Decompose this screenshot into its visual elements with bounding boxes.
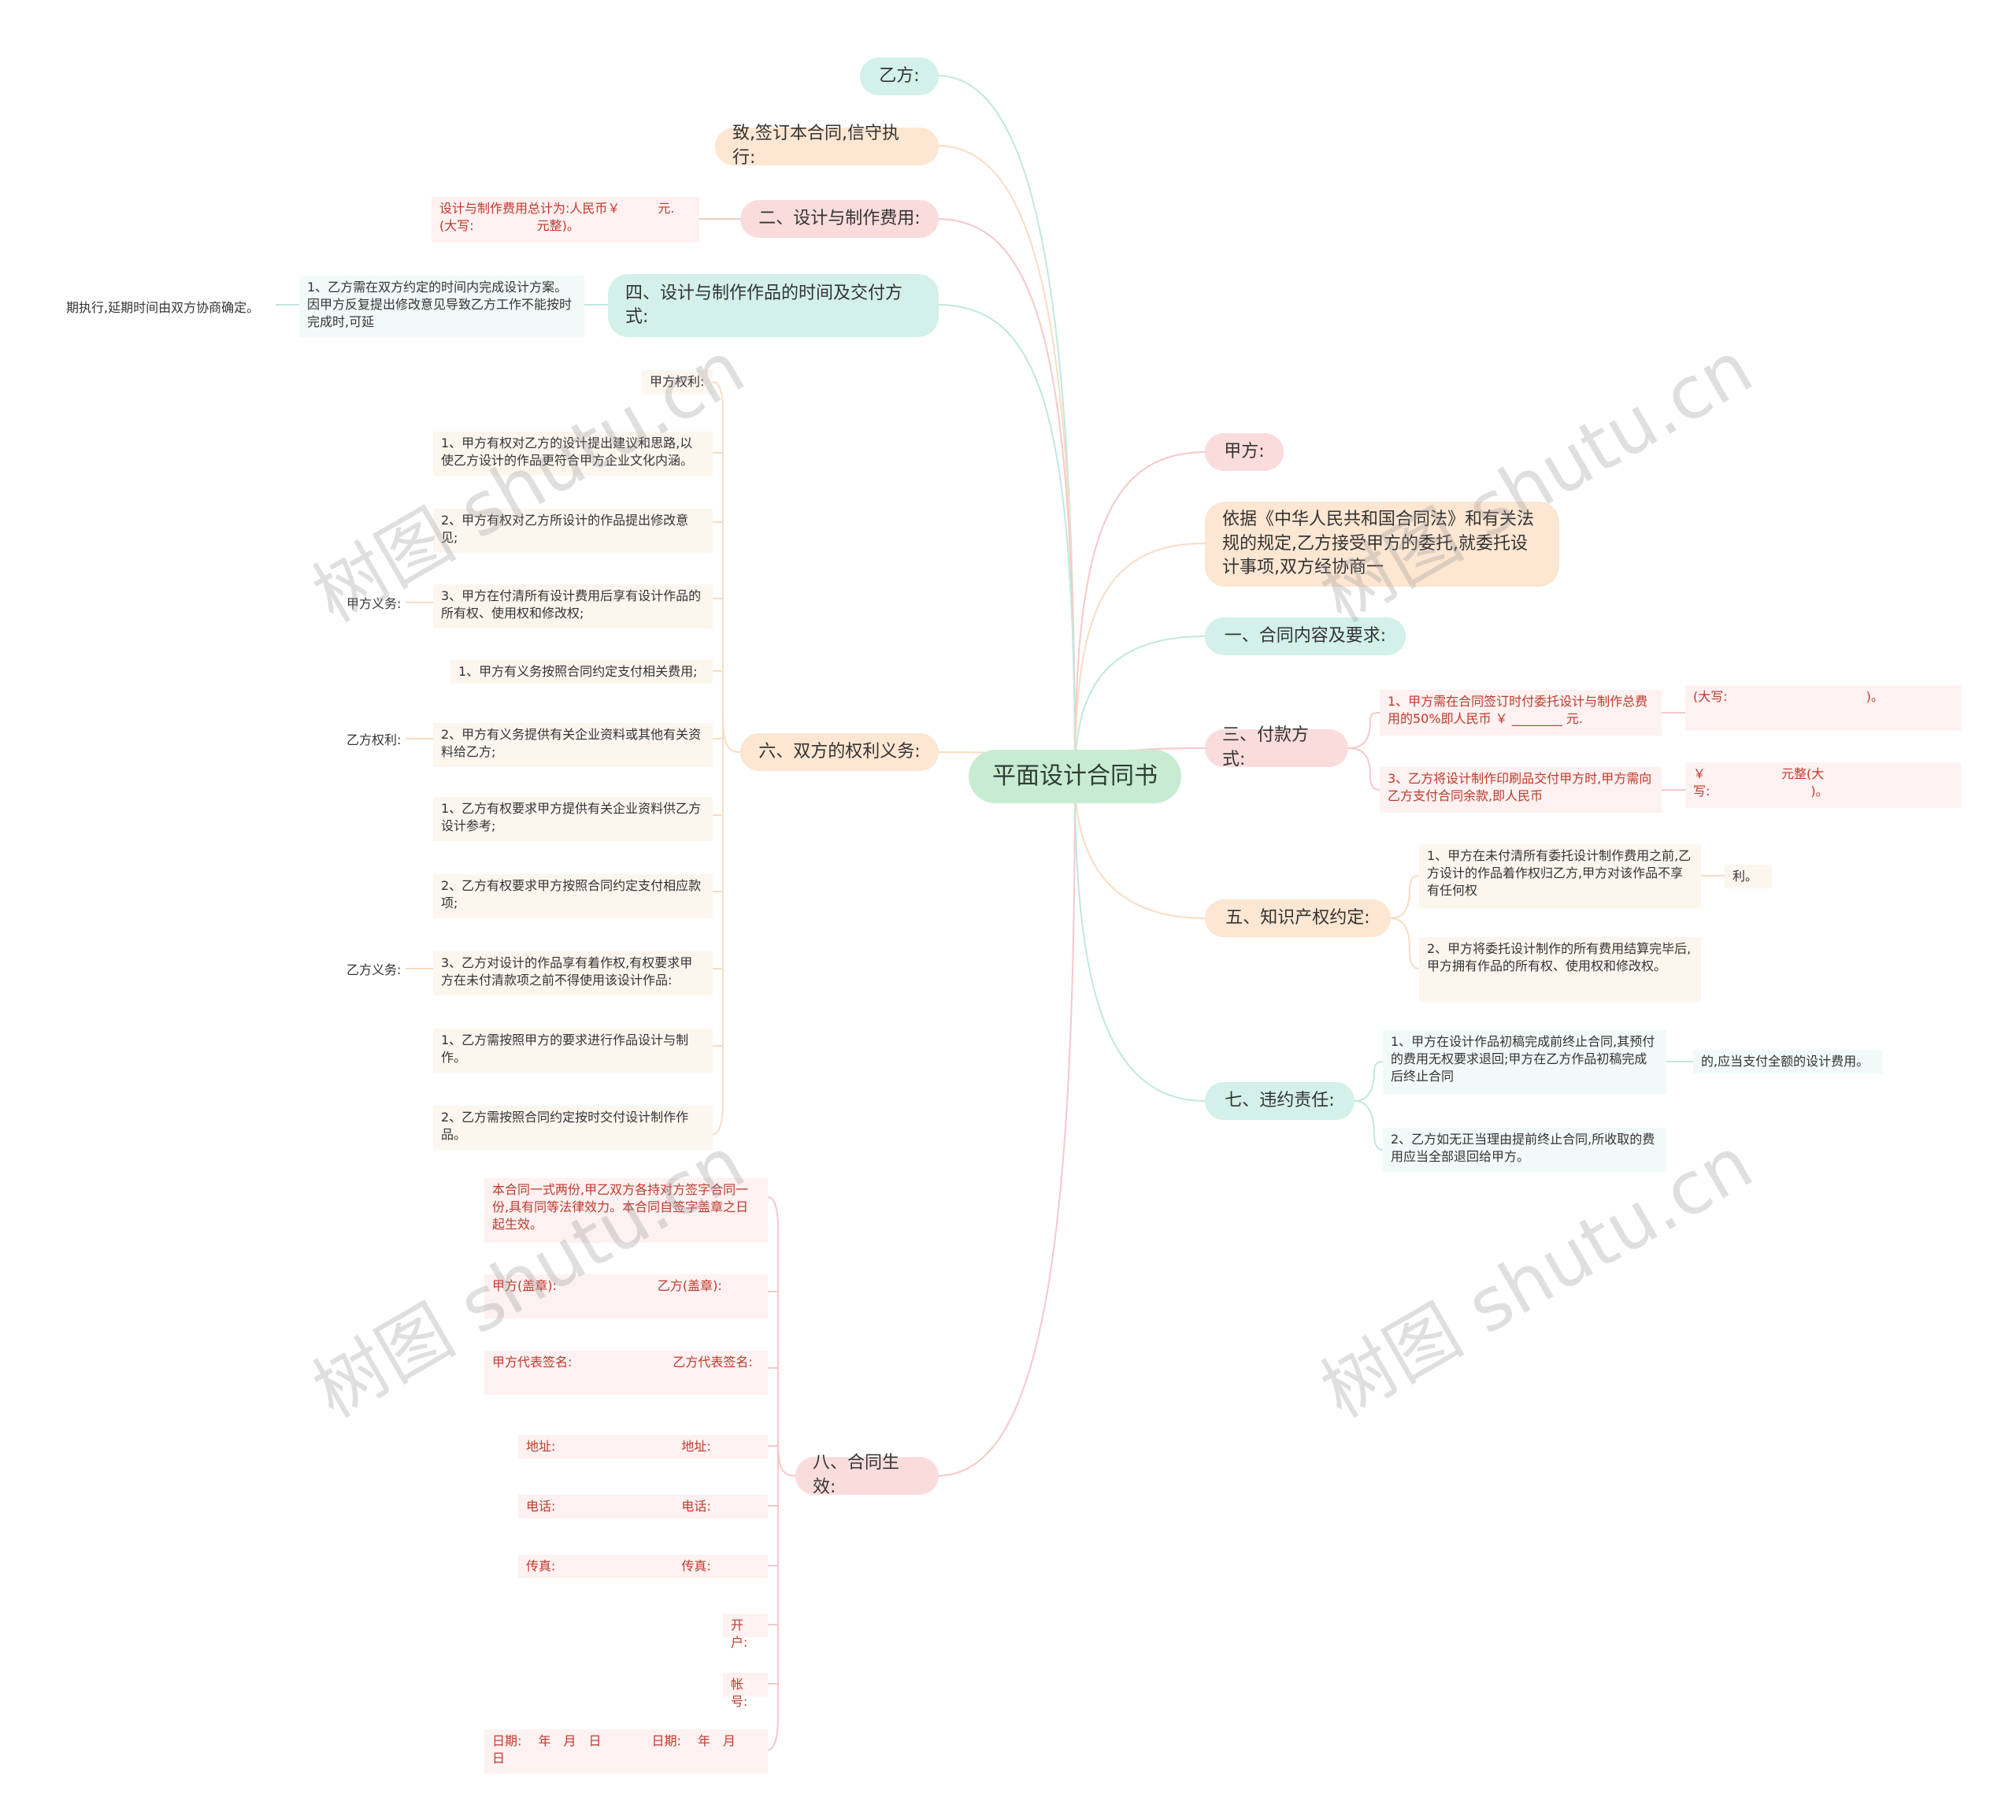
branch-basis[interactable]: 依据《中华人民共和国合同法》和有关法规的规定,乙方接受甲方的委托,就委托设计事项… (1205, 502, 1559, 587)
rights-item-0: 甲方权利: (642, 370, 713, 394)
effect-item-1: 甲方(盖章): 乙方(盖章): (484, 1274, 768, 1318)
effect-item-6: 开户: (723, 1614, 768, 1650)
rights-item-4: 1、甲方有义务按照合同约定支付相关费用; (450, 660, 713, 684)
side-label-yifang-duty: 乙方义务: (346, 962, 402, 977)
branch-effect[interactable]: 八、合同生效: (795, 1453, 939, 1497)
branch-yifang[interactable]: 乙方: (860, 57, 939, 95)
rights-item-2: 2、甲方有权对乙方所设计的作品提出修改意见; (433, 509, 713, 553)
payment-extra-0: (大写: )。 (1685, 685, 1961, 731)
effect-item-3: 地址: 地址: (518, 1435, 768, 1459)
effect-item-5: 传真: 传真: (518, 1555, 768, 1578)
ip-item-0: 1、甲方在未付清所有委托设计制作费用之前,乙方设计的作品着作权归乙方,甲方对该作… (1419, 844, 1701, 909)
side-label-yifang-right: 乙方权利: (346, 732, 402, 747)
rights-item-9: 1、乙方需按照甲方的要求进行作品设计与制作。 (433, 1029, 713, 1073)
branch-time[interactable]: 四、设计与制作作品的时间及交付方式: (608, 274, 939, 337)
rights-item-5: 2、甲方有义务提供有关企业资料或其他有关资料给乙方; (433, 723, 713, 767)
rights-item-10: 2、乙方需按照合同约定按时交付设计制作作品。 (433, 1106, 713, 1150)
breach-item-1: 2、乙方如无正当理由提前终止合同,所收取的费用应当全部退回给甲方。 (1383, 1128, 1666, 1172)
payment-item-1: 3、乙方将设计制作印刷品交付甲方时,甲方需向乙方支付合同余款,即人民币 (1380, 767, 1662, 813)
payment-extra-1: ￥ 元整(大写: )。 (1685, 762, 1961, 808)
ip-item-1: 2、甲方将委托设计制作的所有费用结算完毕后,甲方拥有作品的所有权、使用权和修改权… (1419, 937, 1701, 1002)
branch-rights[interactable]: 六、双方的权利义务: (740, 733, 939, 771)
rights-item-8: 3、乙方对设计的作品享有着作权,有权要求甲方在未付清款项之前不得使用该设计作品: (433, 951, 713, 995)
breach-extra: 的,应当支付全额的设计费用。 (1693, 1050, 1882, 1073)
time-detail: 1、乙方需在双方约定的时间内完成设计方案。因甲方反复提出修改意见导致乙方工作不能… (299, 276, 584, 337)
branch-ip[interactable]: 五、知识产权约定: (1205, 899, 1391, 937)
branch-breach[interactable]: 七、违约责任: (1205, 1082, 1354, 1120)
ip-extra: 利。 (1725, 865, 1772, 888)
effect-item-8: 日期: 年 月 日 日期: 年 月 日 (484, 1729, 768, 1774)
effect-item-2: 甲方代表签名: 乙方代表签名: (484, 1351, 768, 1395)
branch-content[interactable]: 一、合同内容及要求: (1205, 617, 1406, 655)
root-node[interactable]: 平面设计合同书 (969, 750, 1181, 803)
side-label-jiafang-duty: 甲方义务: (346, 596, 402, 611)
branch-jiafang[interactable]: 甲方: (1205, 433, 1284, 471)
branch-fee[interactable]: 二、设计与制作费用: (740, 200, 939, 238)
payment-item-0: 1、甲方需在合同签订时付委托设计与制作总费用的50%即人民币 ￥ _______… (1380, 690, 1662, 736)
fee-detail: 设计与制作费用总计为:人民币￥ 元.(大写: 元整)。 (432, 197, 699, 243)
effect-item-0: 本合同一式两份,甲乙双方各持对方签字合同一份,具有同等法律效力。本合同自签字盖章… (484, 1178, 768, 1243)
rights-item-6: 1、乙方有权要求甲方提供有关企业资料供乙方设计参考; (433, 797, 713, 841)
effect-item-4: 电话: 电话: (518, 1495, 768, 1518)
branch-payment[interactable]: 三、付款方式: (1205, 725, 1348, 769)
time-extra: 期执行,延期时间由双方协商确定。 (66, 300, 260, 315)
effect-item-7: 帐号: (723, 1673, 768, 1709)
rights-item-3: 3、甲方在付清所有设计费用后享有设计作品的所有权、使用权和修改权; (433, 584, 713, 628)
breach-item-0: 1、甲方在设计作品初稿完成前终止合同,其预付的费用无权要求退回;甲方在乙方作品初… (1383, 1030, 1666, 1095)
branch-zhi[interactable]: 致,签订本合同,信守执行: (715, 124, 939, 168)
rights-item-1: 1、甲方有权对乙方的设计提出建议和思路,以使乙方设计的作品更符合甲方企业文化内涵… (433, 432, 713, 476)
rights-item-7: 2、乙方有权要求甲方按照合同约定支付相应款项; (433, 874, 713, 918)
